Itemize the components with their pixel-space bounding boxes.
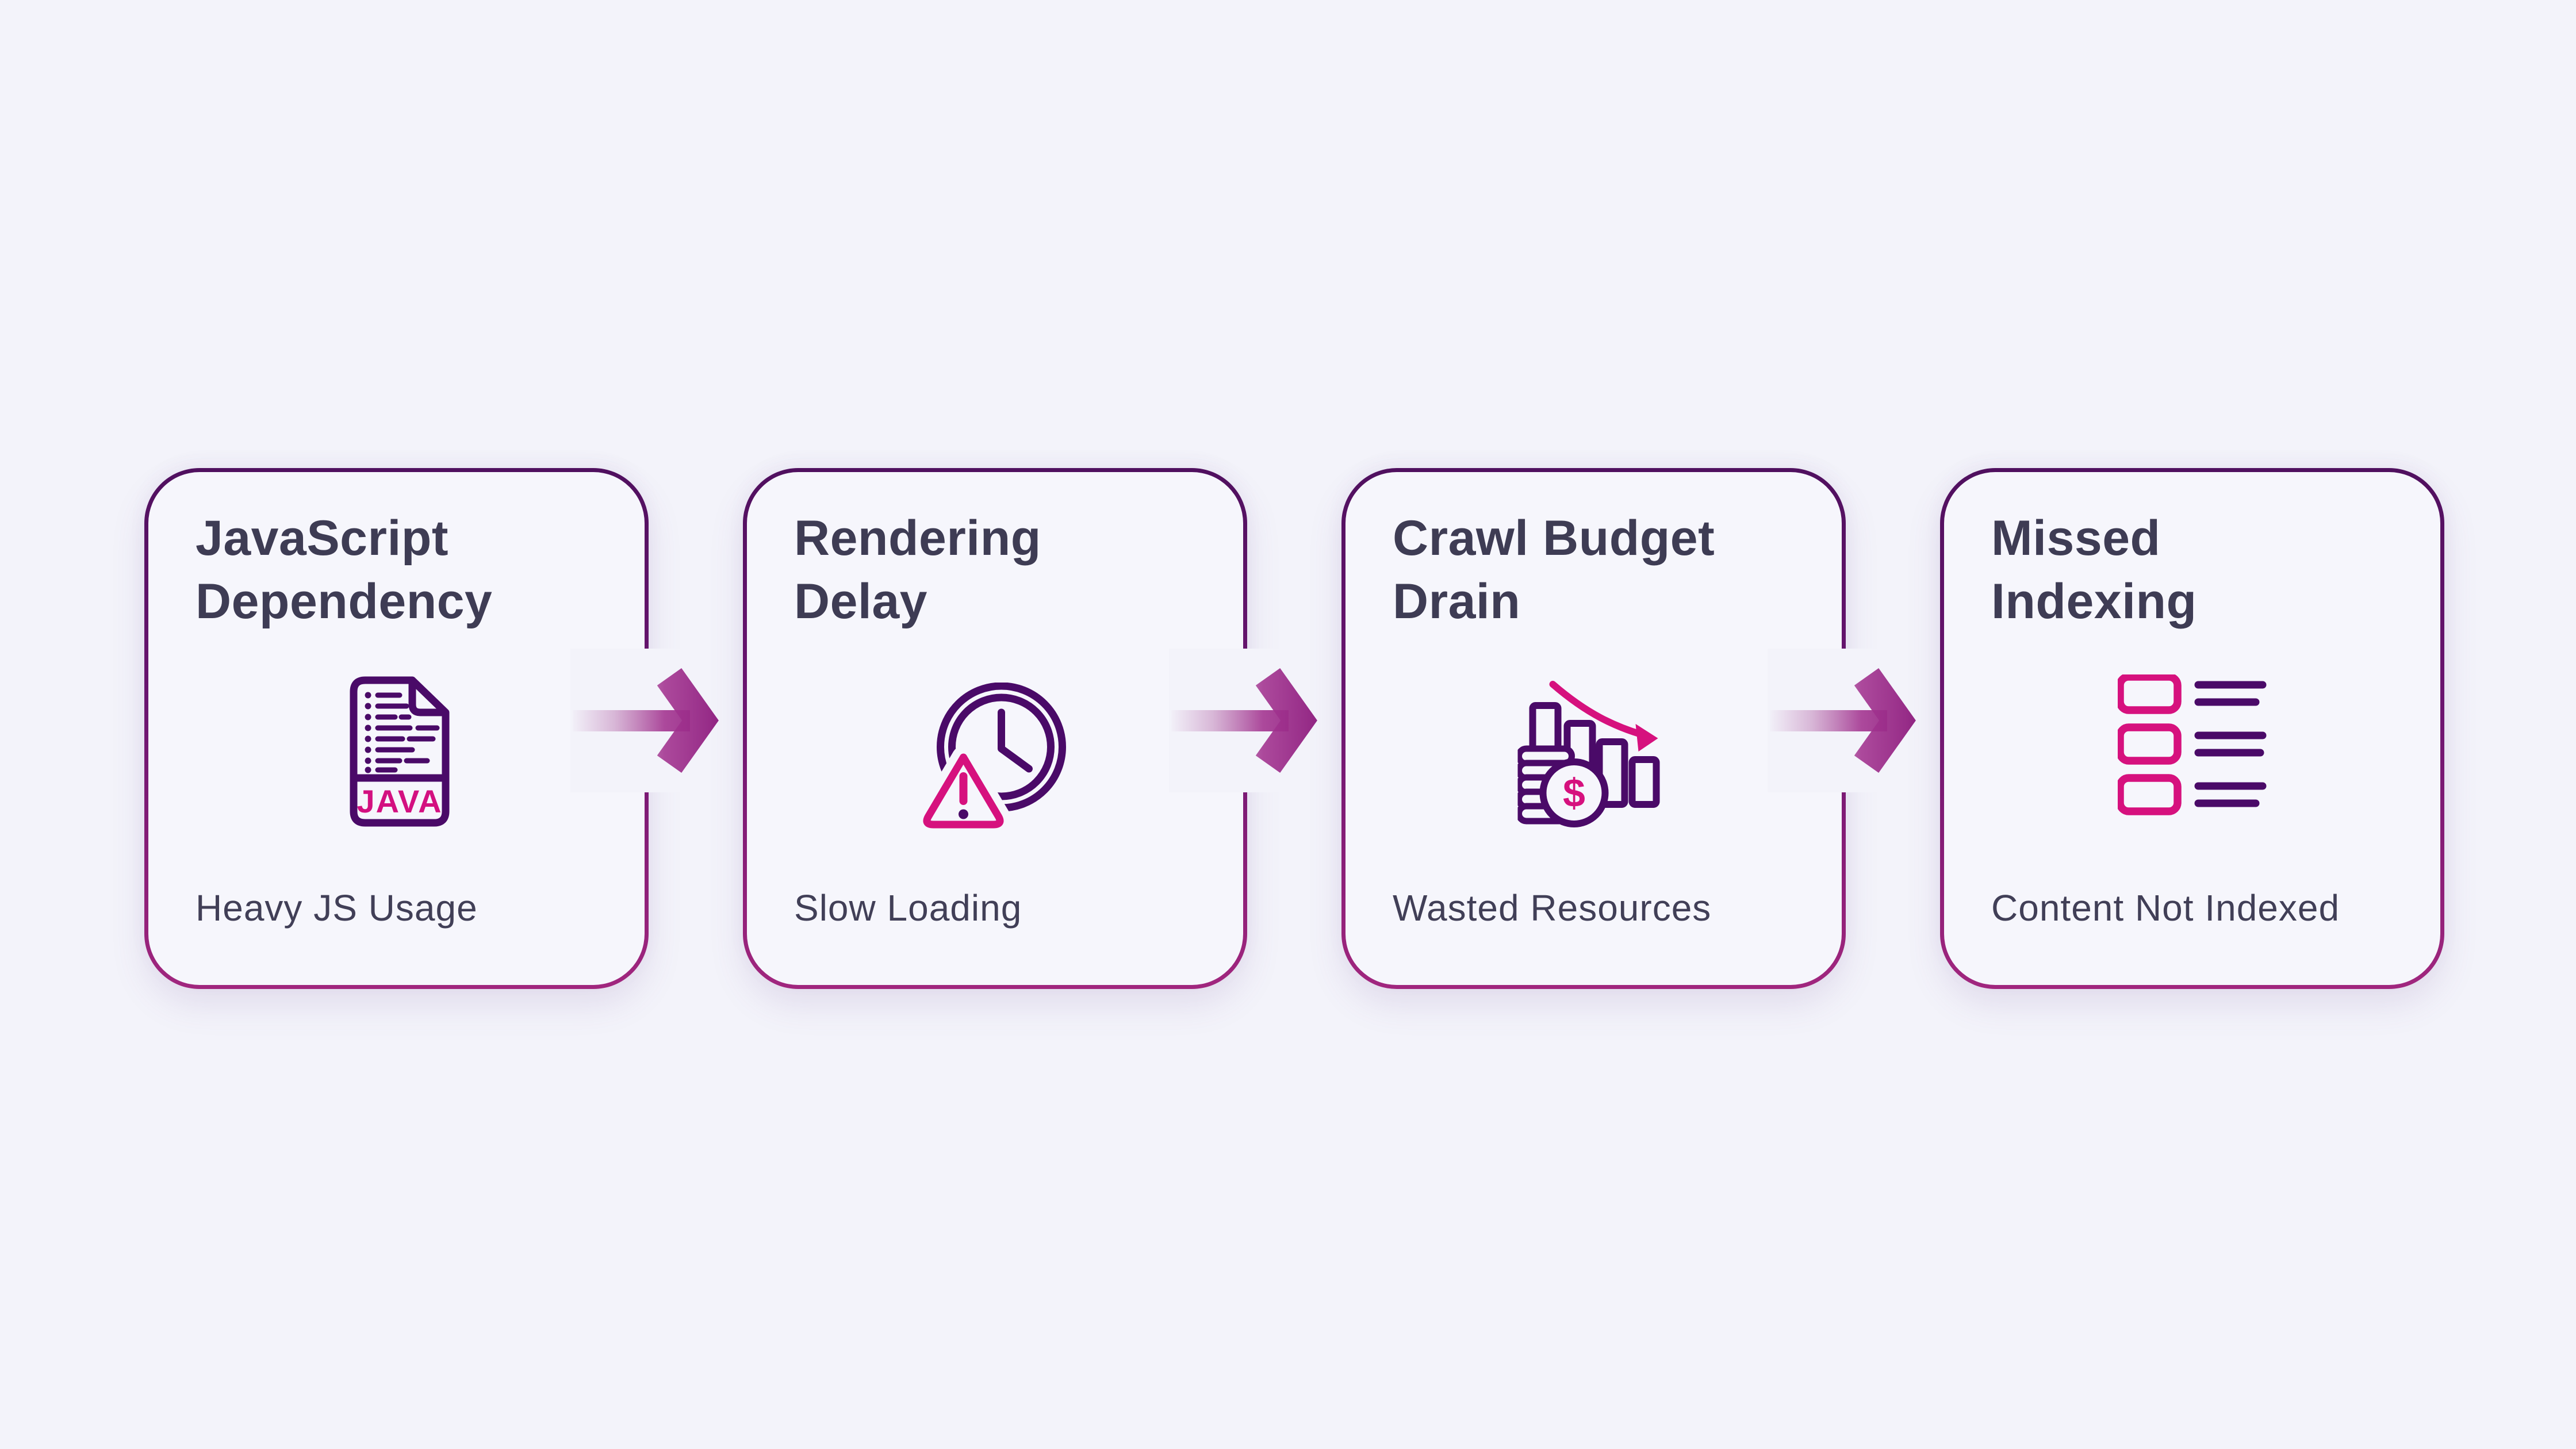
dollar-icon-label: $ <box>1563 770 1585 815</box>
flow-arrow-icon <box>570 649 727 792</box>
card-title-line: JavaScript <box>195 511 449 566</box>
card-title: Crawl Budget Drain <box>1393 507 1715 633</box>
card-title-line: Rendering <box>794 511 1041 566</box>
java-icon-label: JAVA <box>356 783 442 819</box>
card-title-line: Missed <box>1991 511 2161 566</box>
card-title-line: Crawl Budget <box>1393 511 1715 566</box>
clock-warning-icon <box>915 682 1068 836</box>
card-javascript-dependency: JavaScript Dependency <box>144 468 649 989</box>
card-crawl-budget-drain: Crawl Budget Drain <box>1341 468 1846 989</box>
card-subtitle: Heavy JS Usage <box>195 887 478 929</box>
card-title: JavaScript Dependency <box>195 507 492 633</box>
card-title-line: Dependency <box>195 574 493 629</box>
card-subtitle: Content Not Indexed <box>1991 887 2340 929</box>
card-subtitle: Slow Loading <box>794 887 1022 929</box>
coins-decline-chart-icon: $ <box>1515 680 1670 835</box>
card-title-line: Drain <box>1393 574 1521 629</box>
flow-arrow-icon <box>1169 649 1325 792</box>
card-missed-indexing: Missed Indexing Content Not Indexed <box>1940 468 2444 989</box>
flow-arrow-icon <box>1768 649 1924 792</box>
card-title-line: Indexing <box>1991 574 2197 629</box>
card-title: Rendering Delay <box>794 507 1041 633</box>
card-subtitle: Wasted Resources <box>1393 887 1712 929</box>
java-file-icon: JAVA <box>342 674 451 831</box>
card-title: Missed Indexing <box>1991 507 2197 633</box>
checklist-icon <box>2115 673 2267 819</box>
card-title-line: Delay <box>794 574 927 629</box>
card-rendering-delay: Rendering Delay Slow Loading <box>743 468 1247 989</box>
